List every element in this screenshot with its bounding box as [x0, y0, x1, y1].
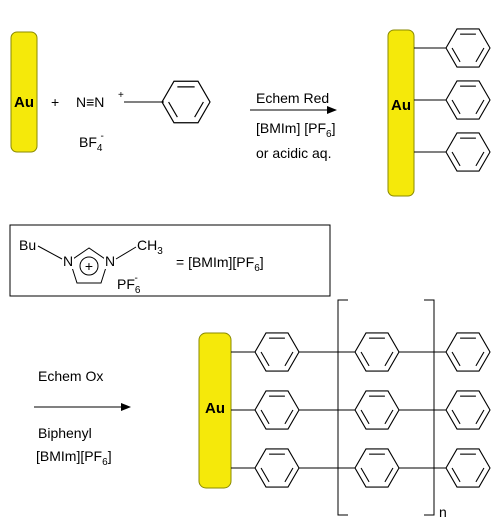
chain-3-ring-2	[354, 448, 400, 488]
chain-3-ring-3	[445, 448, 491, 488]
echem-red-label: Echem Red	[256, 90, 329, 106]
chain-2-ring-3	[445, 390, 491, 430]
plus-sign: +	[51, 94, 59, 110]
chain-3-ring-1	[254, 448, 300, 488]
gold-electrode-2-label: Au	[391, 97, 411, 114]
repeat-bracket-right	[424, 299, 435, 516]
echem-ox-label: Echem Ox	[38, 368, 103, 384]
diazonium-charge: +	[118, 90, 124, 101]
repeat-index: n	[439, 504, 447, 520]
step1-alt-solvent: or acidic aq.	[256, 145, 331, 161]
step1-solvent: [BMIm] [PF6]	[256, 120, 335, 140]
gold-electrode-3-label: Au	[205, 400, 225, 417]
grafted-phenyl-3	[445, 132, 491, 172]
nitrogen-left: N	[63, 253, 73, 269]
chain-1-ring-3	[445, 332, 491, 372]
gold-electrode-1-label: Au	[14, 94, 34, 111]
nitrogen-right: N	[105, 253, 115, 269]
step2-solvent: [BMIm][PF6]	[36, 448, 112, 468]
phenyl-ring-reagent	[161, 80, 211, 124]
chain-2-ring-2	[354, 390, 400, 430]
hexafluorophosphate-anion: PF6-	[117, 273, 141, 296]
repeat-bracket-left	[337, 299, 348, 516]
imidazolium-charge-circle	[79, 256, 99, 276]
ionic-liquid-box	[9, 224, 331, 297]
imidazolium-charge: +	[85, 258, 93, 274]
chain-1-ring-2	[354, 332, 400, 372]
grafted-phenyl-2	[445, 80, 491, 120]
chain-2-ring-1	[254, 390, 300, 430]
butyl-group: Bu	[19, 237, 36, 253]
ionic-liquid-definition: = [BMIm][PF6]	[176, 254, 264, 274]
gold-electrode-1	[10, 31, 38, 153]
butyl-bond	[37, 245, 63, 260]
methyl-group: CH3	[137, 237, 163, 257]
step2-reagent: Biphenyl	[38, 425, 92, 441]
gold-electrode-2	[387, 29, 415, 197]
grafted-phenyl-1	[445, 28, 491, 68]
tetrafluoroborate: BF4-	[79, 131, 104, 154]
methyl-bond	[115, 246, 137, 260]
chain-1-ring-1	[254, 332, 300, 372]
diazonium-group: N≡N	[76, 94, 104, 110]
